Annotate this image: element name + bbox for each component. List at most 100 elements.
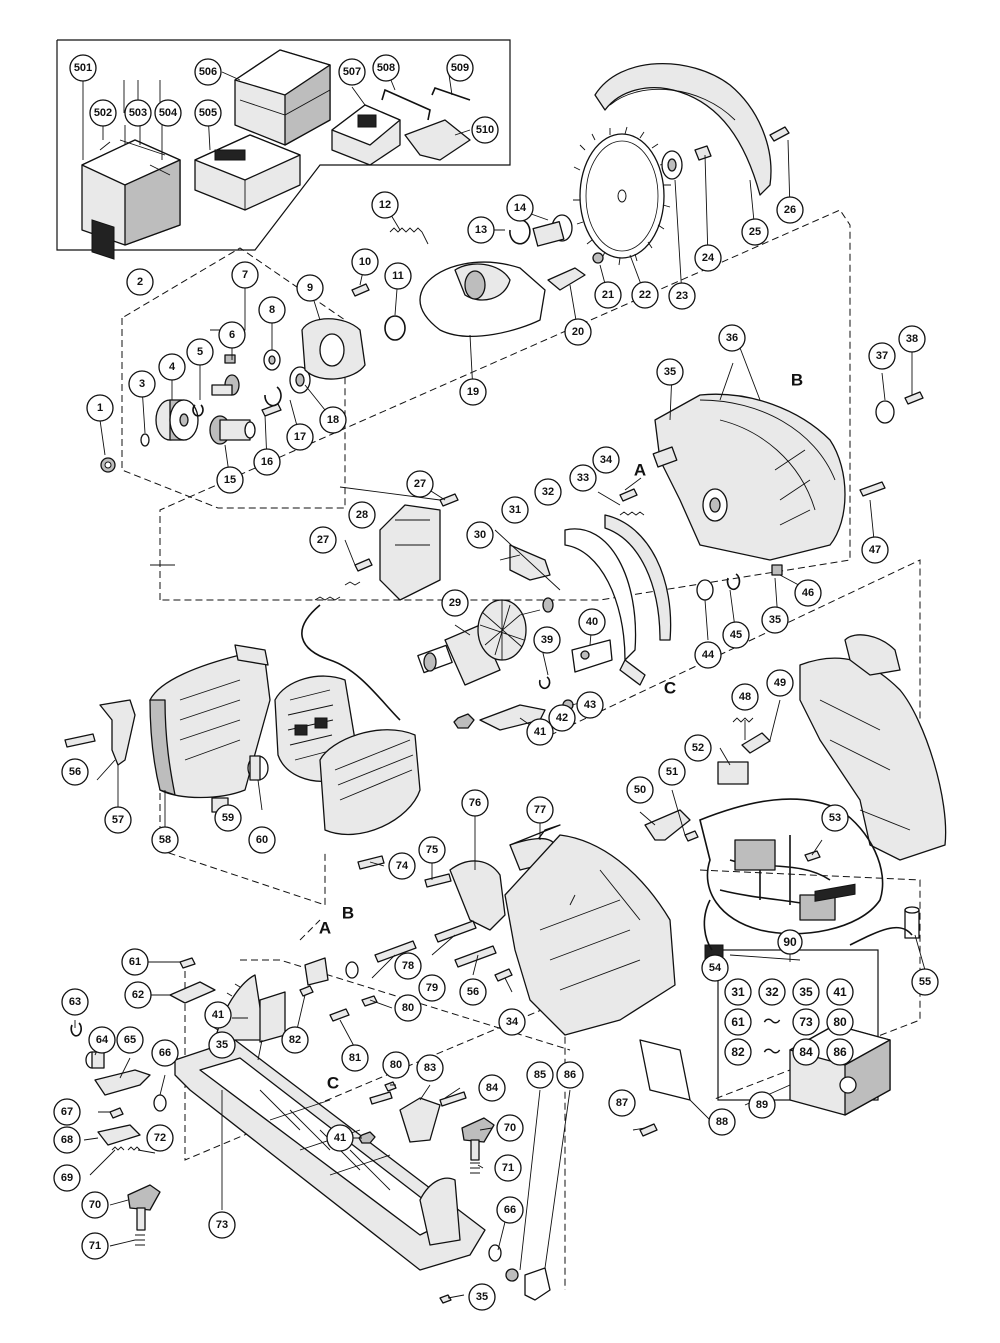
kit-title: 90 bbox=[783, 935, 797, 949]
callout-41c: 41 bbox=[326, 1124, 354, 1152]
nut-41c bbox=[358, 1131, 376, 1144]
callout-number: 28 bbox=[356, 509, 368, 521]
callout-76: 76 bbox=[461, 789, 489, 817]
callout-48: 48 bbox=[731, 683, 759, 711]
callout-number: 30 bbox=[474, 529, 486, 541]
kit-range-tilde: 〜 bbox=[763, 1042, 781, 1062]
bolt-47 bbox=[859, 481, 886, 497]
callout-number: 17 bbox=[294, 431, 306, 443]
screw-34b bbox=[494, 968, 513, 982]
a-b-link-line bbox=[299, 919, 321, 941]
base-hardware bbox=[70, 957, 502, 1304]
motor-assembly-frame bbox=[159, 760, 326, 906]
callout-number: 49 bbox=[774, 677, 786, 689]
callout-8: 8 bbox=[258, 296, 286, 324]
reference-letter-c2: C bbox=[327, 1074, 339, 1093]
callout-12: 12 bbox=[371, 191, 399, 219]
reference-letter-c1: C bbox=[664, 679, 676, 698]
callout-49: 49 bbox=[766, 669, 794, 697]
handle-housing bbox=[799, 657, 947, 861]
callout-15: 15 bbox=[216, 466, 244, 494]
callout-number: 2 bbox=[137, 276, 143, 288]
callout-number: 21 bbox=[602, 289, 614, 301]
callout-34b: 34 bbox=[498, 1008, 526, 1036]
callout-number: 51 bbox=[666, 766, 678, 778]
callout-number: 33 bbox=[577, 472, 589, 484]
armature-fan bbox=[477, 599, 527, 661]
callout-number: 13 bbox=[475, 224, 487, 236]
bracket-68 bbox=[97, 1124, 141, 1146]
lever-65 bbox=[94, 1069, 151, 1096]
callout-number: 501 bbox=[74, 62, 92, 74]
carbon-brushes bbox=[314, 581, 361, 601]
callout-64: 64 bbox=[88, 1026, 116, 1054]
hook-bracket bbox=[404, 119, 471, 161]
callout-33: 33 bbox=[569, 464, 597, 492]
bolt-82 bbox=[299, 985, 314, 997]
callout-55: 55 bbox=[911, 968, 939, 996]
ring-45 bbox=[726, 573, 741, 591]
callout-number: 56 bbox=[69, 766, 81, 778]
callout-66a: 66 bbox=[151, 1039, 179, 1067]
callout-number: 61 bbox=[129, 956, 141, 968]
callout-72: 72 bbox=[146, 1124, 174, 1152]
callout-73: 73 bbox=[208, 1211, 236, 1239]
intermediate-gear bbox=[209, 415, 256, 445]
callout-number: 70 bbox=[89, 1199, 101, 1211]
callout-88: 88 bbox=[708, 1108, 736, 1136]
callout-number: 48 bbox=[739, 691, 751, 703]
depth-quadrant bbox=[419, 1177, 461, 1246]
battery-frame bbox=[699, 869, 921, 1101]
gear-housing bbox=[619, 391, 924, 601]
spring-71b bbox=[470, 1162, 480, 1174]
callout-52: 52 bbox=[684, 734, 712, 762]
bushing-37 bbox=[875, 400, 895, 424]
callout-number: 77 bbox=[534, 804, 546, 816]
spindle bbox=[532, 214, 573, 247]
callout-41b: 41 bbox=[204, 1001, 232, 1029]
callout-27a: 27 bbox=[406, 470, 434, 498]
post-35 bbox=[259, 991, 286, 1043]
callout-number: 46 bbox=[802, 587, 814, 599]
callout-number: 504 bbox=[159, 107, 178, 119]
callout-number: 50 bbox=[634, 784, 646, 796]
callout-number: 55 bbox=[919, 976, 931, 988]
callout-35d: 35 bbox=[468, 1283, 496, 1311]
callout-number: 70 bbox=[504, 1122, 516, 1134]
callout-74: 74 bbox=[388, 852, 416, 880]
callout-84: 84 bbox=[478, 1074, 506, 1102]
callout-number: 34 bbox=[600, 454, 613, 466]
kit-item: 35 bbox=[799, 985, 813, 999]
callout-507: 507 bbox=[338, 58, 366, 86]
callout-number: 40 bbox=[586, 616, 598, 628]
callout-number: 86 bbox=[564, 1069, 576, 1081]
callout-number: 10 bbox=[359, 256, 371, 268]
callout-number: 47 bbox=[869, 544, 881, 556]
washer-3 bbox=[140, 433, 150, 447]
cover-76 bbox=[449, 860, 506, 931]
carry-case bbox=[81, 139, 181, 260]
callout-69: 69 bbox=[53, 1164, 81, 1192]
callout-28: 28 bbox=[348, 501, 376, 529]
o-ring-11 bbox=[384, 315, 406, 341]
callout-number: 35 bbox=[664, 366, 676, 378]
kit-item: 32 bbox=[765, 985, 779, 999]
callout-number: 19 bbox=[467, 386, 479, 398]
screw-27b bbox=[354, 558, 373, 572]
screw-75 bbox=[424, 873, 452, 888]
callout-number: 60 bbox=[256, 834, 268, 846]
callout-9: 9 bbox=[296, 274, 324, 302]
callout-number: 34 bbox=[506, 1016, 519, 1028]
bolt-56b bbox=[454, 945, 497, 968]
charger bbox=[331, 104, 401, 166]
bracket-83 bbox=[399, 1097, 441, 1143]
callout-number: 65 bbox=[124, 1034, 136, 1046]
callout-51: 51 bbox=[658, 758, 686, 786]
callout-40: 40 bbox=[578, 608, 606, 636]
callout-36: 36 bbox=[718, 324, 746, 352]
callout-number: 508 bbox=[377, 62, 395, 74]
callout-number: 79 bbox=[426, 982, 438, 994]
callout-46: 46 bbox=[794, 579, 822, 607]
